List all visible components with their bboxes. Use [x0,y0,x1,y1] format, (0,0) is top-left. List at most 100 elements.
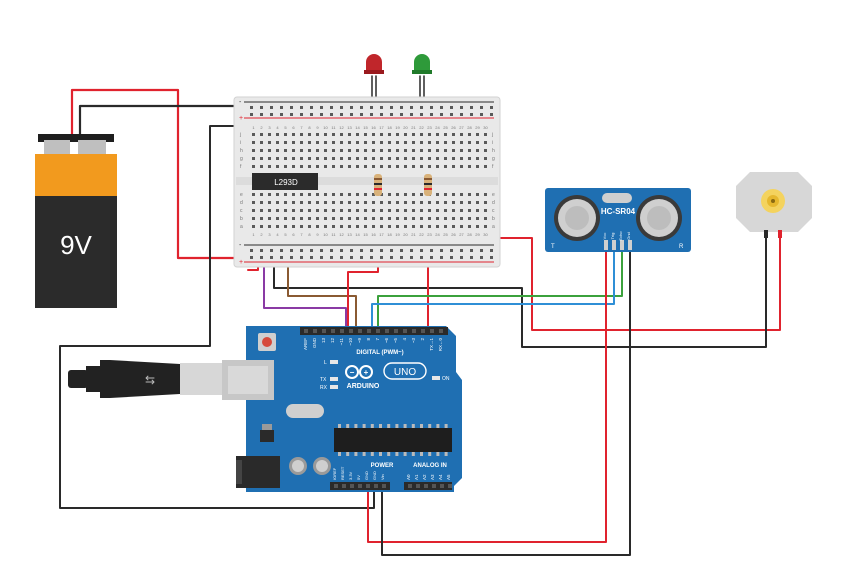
column-number: 12 [339,125,344,130]
analog-pin[interactable] [424,484,428,488]
column-number: 1 [252,125,255,130]
column-number: 9 [316,232,319,237]
arduino-brand: ARDUINO [347,383,380,390]
column-number: 4 [276,125,279,130]
power-pin-label: RESET [340,466,345,480]
digital-pin[interactable] [439,329,443,333]
row-letter: i [240,140,241,146]
digital-pin-label: ~6 [384,338,389,344]
digital-pin[interactable] [421,329,425,333]
digital-pin[interactable] [403,329,407,333]
power-pin[interactable] [350,484,354,488]
analog-pin[interactable] [432,484,436,488]
digital-pin[interactable] [376,329,380,333]
analog-pin[interactable] [416,484,420,488]
power-pin[interactable] [382,484,386,488]
wire-gnd-loop-left[interactable] [59,125,375,509]
rx-led-label: RX [320,385,328,391]
digital-pin[interactable] [367,329,371,333]
sensor-pin-label: Trig [610,233,615,240]
battery-label: 9V [60,230,92,260]
wire-sensor-vcc[interactable] [367,251,607,543]
column-number: 23 [427,125,432,130]
analog-pin[interactable] [440,484,444,488]
wire-battery-positive[interactable] [70,88,250,260]
column-number: 19 [395,232,400,237]
wire-battery-negative[interactable] [78,104,250,137]
column-number: 19 [395,125,400,130]
battery[interactable]: 9V [35,134,117,308]
dc-motor-icon[interactable] [736,172,812,238]
analog-pin[interactable] [448,484,452,488]
analog-pin[interactable] [408,484,412,488]
digital-pin-label: 13 [321,338,326,344]
digital-pin[interactable] [349,329,353,333]
digital-pin[interactable] [430,329,434,333]
ic-chip-icon[interactable]: L293D [252,173,318,190]
digital-pin[interactable] [313,329,317,333]
power-pin[interactable] [358,484,362,488]
column-number: 7 [300,232,303,237]
led-icon[interactable] [412,54,432,74]
row-letter: f [240,164,242,170]
column-number: 14 [355,232,360,237]
sensor-pin-label: Vcc [602,233,607,240]
power-pin[interactable] [342,484,346,488]
column-number: 25 [443,232,448,237]
column-number: 30 [483,232,488,237]
breadboard-holes [250,106,493,259]
digital-pin[interactable] [358,329,362,333]
digital-pin[interactable] [340,329,344,333]
arduino-logo: − + [345,365,373,379]
digital-pin[interactable] [385,329,389,333]
digital-pin[interactable] [412,329,416,333]
analog-pin-label: A3 [430,474,435,480]
wire-sensor-echo[interactable] [371,251,615,335]
row-letter: b [492,216,495,222]
column-number: 24 [435,232,440,237]
sensor-pin[interactable] [612,240,616,250]
column-number: 10 [323,125,328,130]
power-pin[interactable] [334,484,338,488]
analog-pin-label: A2 [422,474,427,480]
digital-pin[interactable] [331,329,335,333]
sensor-right-mark: R [679,244,684,250]
power-header-label: POWER [371,463,394,469]
digital-pin[interactable] [322,329,326,333]
row-letter: a [492,224,495,230]
wire-motor-negative[interactable] [273,195,767,348]
svg-text:+: + [364,368,369,377]
row-letter: g [492,156,495,162]
mcu-pins [338,424,448,456]
column-number: 13 [347,125,352,130]
digital-pin-label: RX←0 [438,338,443,352]
power-pin[interactable] [374,484,378,488]
sensor-pin[interactable] [628,240,632,250]
row-letter: c [492,208,495,214]
sensor-pin[interactable] [620,240,624,250]
column-number: 26 [451,125,456,130]
power-pin[interactable] [366,484,370,488]
column-number: 20 [403,125,408,130]
digital-pin[interactable] [394,329,398,333]
row-letter: b [240,216,243,222]
led-icon[interactable] [364,54,384,74]
column-number: 27 [459,232,464,237]
wire-sensor-trig[interactable] [377,251,623,335]
analog-header-label: ANALOG IN [413,463,447,469]
row-letter: i [492,140,493,146]
column-number: 17 [379,125,384,130]
analog-header-pins [408,484,452,488]
column-number: 22 [419,232,424,237]
wire-sensor-gnd[interactable] [381,251,631,556]
digital-pin[interactable] [304,329,308,333]
digital-pin-label: ~3 [411,338,416,344]
column-number: 2 [260,125,263,130]
column-number: 12 [339,232,344,237]
sensor-pin[interactable] [604,240,608,250]
